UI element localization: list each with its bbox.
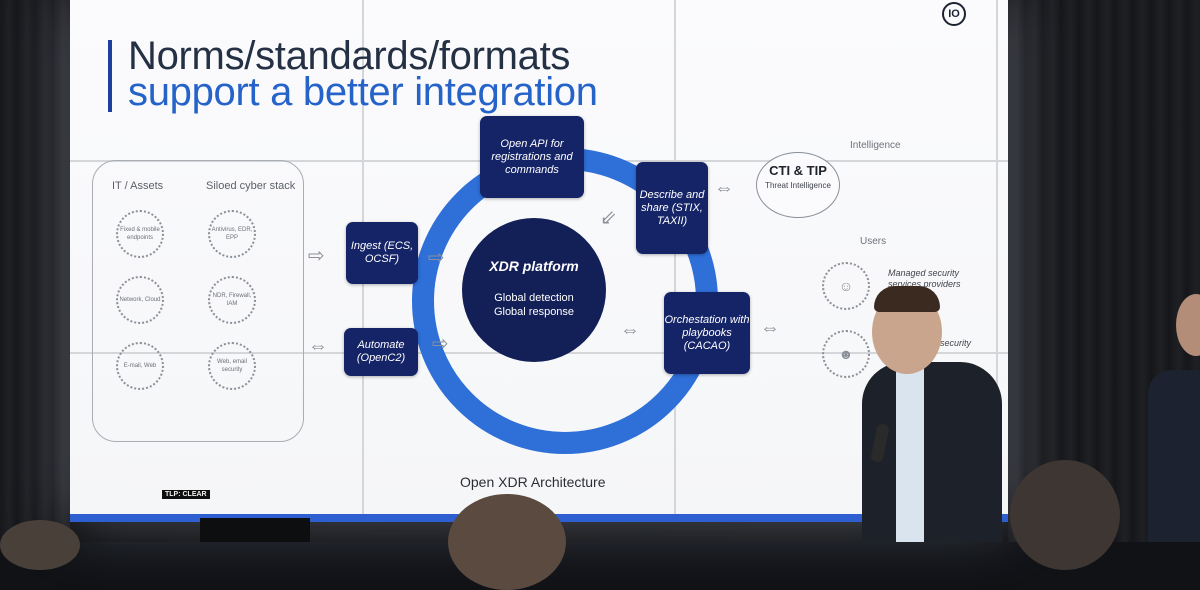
it-assets-header: IT / Assets — [112, 180, 164, 192]
siloed-stack-header: Siloed cyber stack — [206, 180, 296, 192]
speaker-shirt — [896, 368, 924, 542]
audience-head — [448, 494, 566, 590]
company-logo: IO — [942, 2, 966, 26]
double-arrow-icon: ⇔ — [760, 317, 780, 339]
cti-tip-circle: CTI & TIP Threat Intelligence — [756, 152, 840, 218]
intelligence-label: Intelligence — [850, 140, 901, 151]
double-arrow-icon: ⇔ — [714, 177, 734, 199]
arrow-right-icon: ⇨ — [308, 245, 325, 267]
automate-box: Automate (OpenC2) — [344, 328, 418, 376]
asset-network-icon: Network, Cloud — [116, 276, 164, 324]
stack-email-security-icon: Web, email security — [208, 342, 256, 390]
panel-seam — [996, 0, 998, 522]
double-arrow-icon: ⇔ — [620, 319, 640, 341]
attendee-body — [1148, 370, 1200, 542]
orchestration-box: Orchestation with playbooks (CACAO) — [664, 292, 750, 374]
users-label: Users — [860, 236, 887, 247]
core-title: XDR platform — [489, 258, 579, 274]
core-detection: Global detection — [494, 292, 574, 304]
stack-ndr-icon: NDR, Firewall, IAM — [208, 276, 256, 324]
double-arrow-icon: ⇙ — [600, 207, 617, 229]
security-text: security — [940, 338, 972, 348]
asset-endpoints-icon: Fixed & mobile endpoints — [116, 210, 164, 258]
title-accent-bar — [108, 40, 112, 112]
double-arrow-icon: ⇔ — [308, 335, 328, 357]
audience-head — [0, 520, 80, 570]
tlp-badge: TLP: CLEAR — [162, 490, 210, 499]
speaker-body — [862, 362, 1002, 542]
open-api-box: Open API for registrations and commands — [480, 116, 584, 198]
monitor-stand — [200, 518, 310, 542]
arrow-right-icon: ⇨ — [428, 247, 445, 269]
audience-head — [1010, 460, 1120, 570]
stack-antivirus-icon: Antivirus, EDR, EPP — [208, 210, 256, 258]
xdr-platform-core: XDR platform Global detection Global res… — [462, 218, 606, 362]
ingest-box: Ingest (ECS, OCSF) — [346, 222, 418, 284]
user-icon: ☻ — [822, 330, 870, 378]
core-response: Global response — [493, 306, 575, 318]
left-curtain — [0, 0, 70, 542]
describe-share-box: Describe and share (STIX, TAXII) — [636, 162, 708, 254]
arrow-right-icon: ⇨ — [432, 333, 449, 355]
assets-panel — [92, 160, 304, 442]
video-wall-slide: Norms/standards/formats support a better… — [70, 0, 1008, 522]
cti-title: CTI & TIP — [769, 163, 827, 178]
speaker-hair — [874, 286, 940, 312]
slide-title-line1: Norms/standards/formats — [128, 34, 571, 78]
architecture-caption: Open XDR Architecture — [460, 474, 606, 490]
mssp-text: Managed security services providers — [888, 268, 961, 289]
slide-title-line2: support a better integration — [128, 70, 598, 114]
cti-subtitle: Threat Intelligence — [765, 181, 831, 190]
people-icon: ☺ — [822, 262, 870, 310]
asset-email-icon: E-mail, Web — [116, 342, 164, 390]
